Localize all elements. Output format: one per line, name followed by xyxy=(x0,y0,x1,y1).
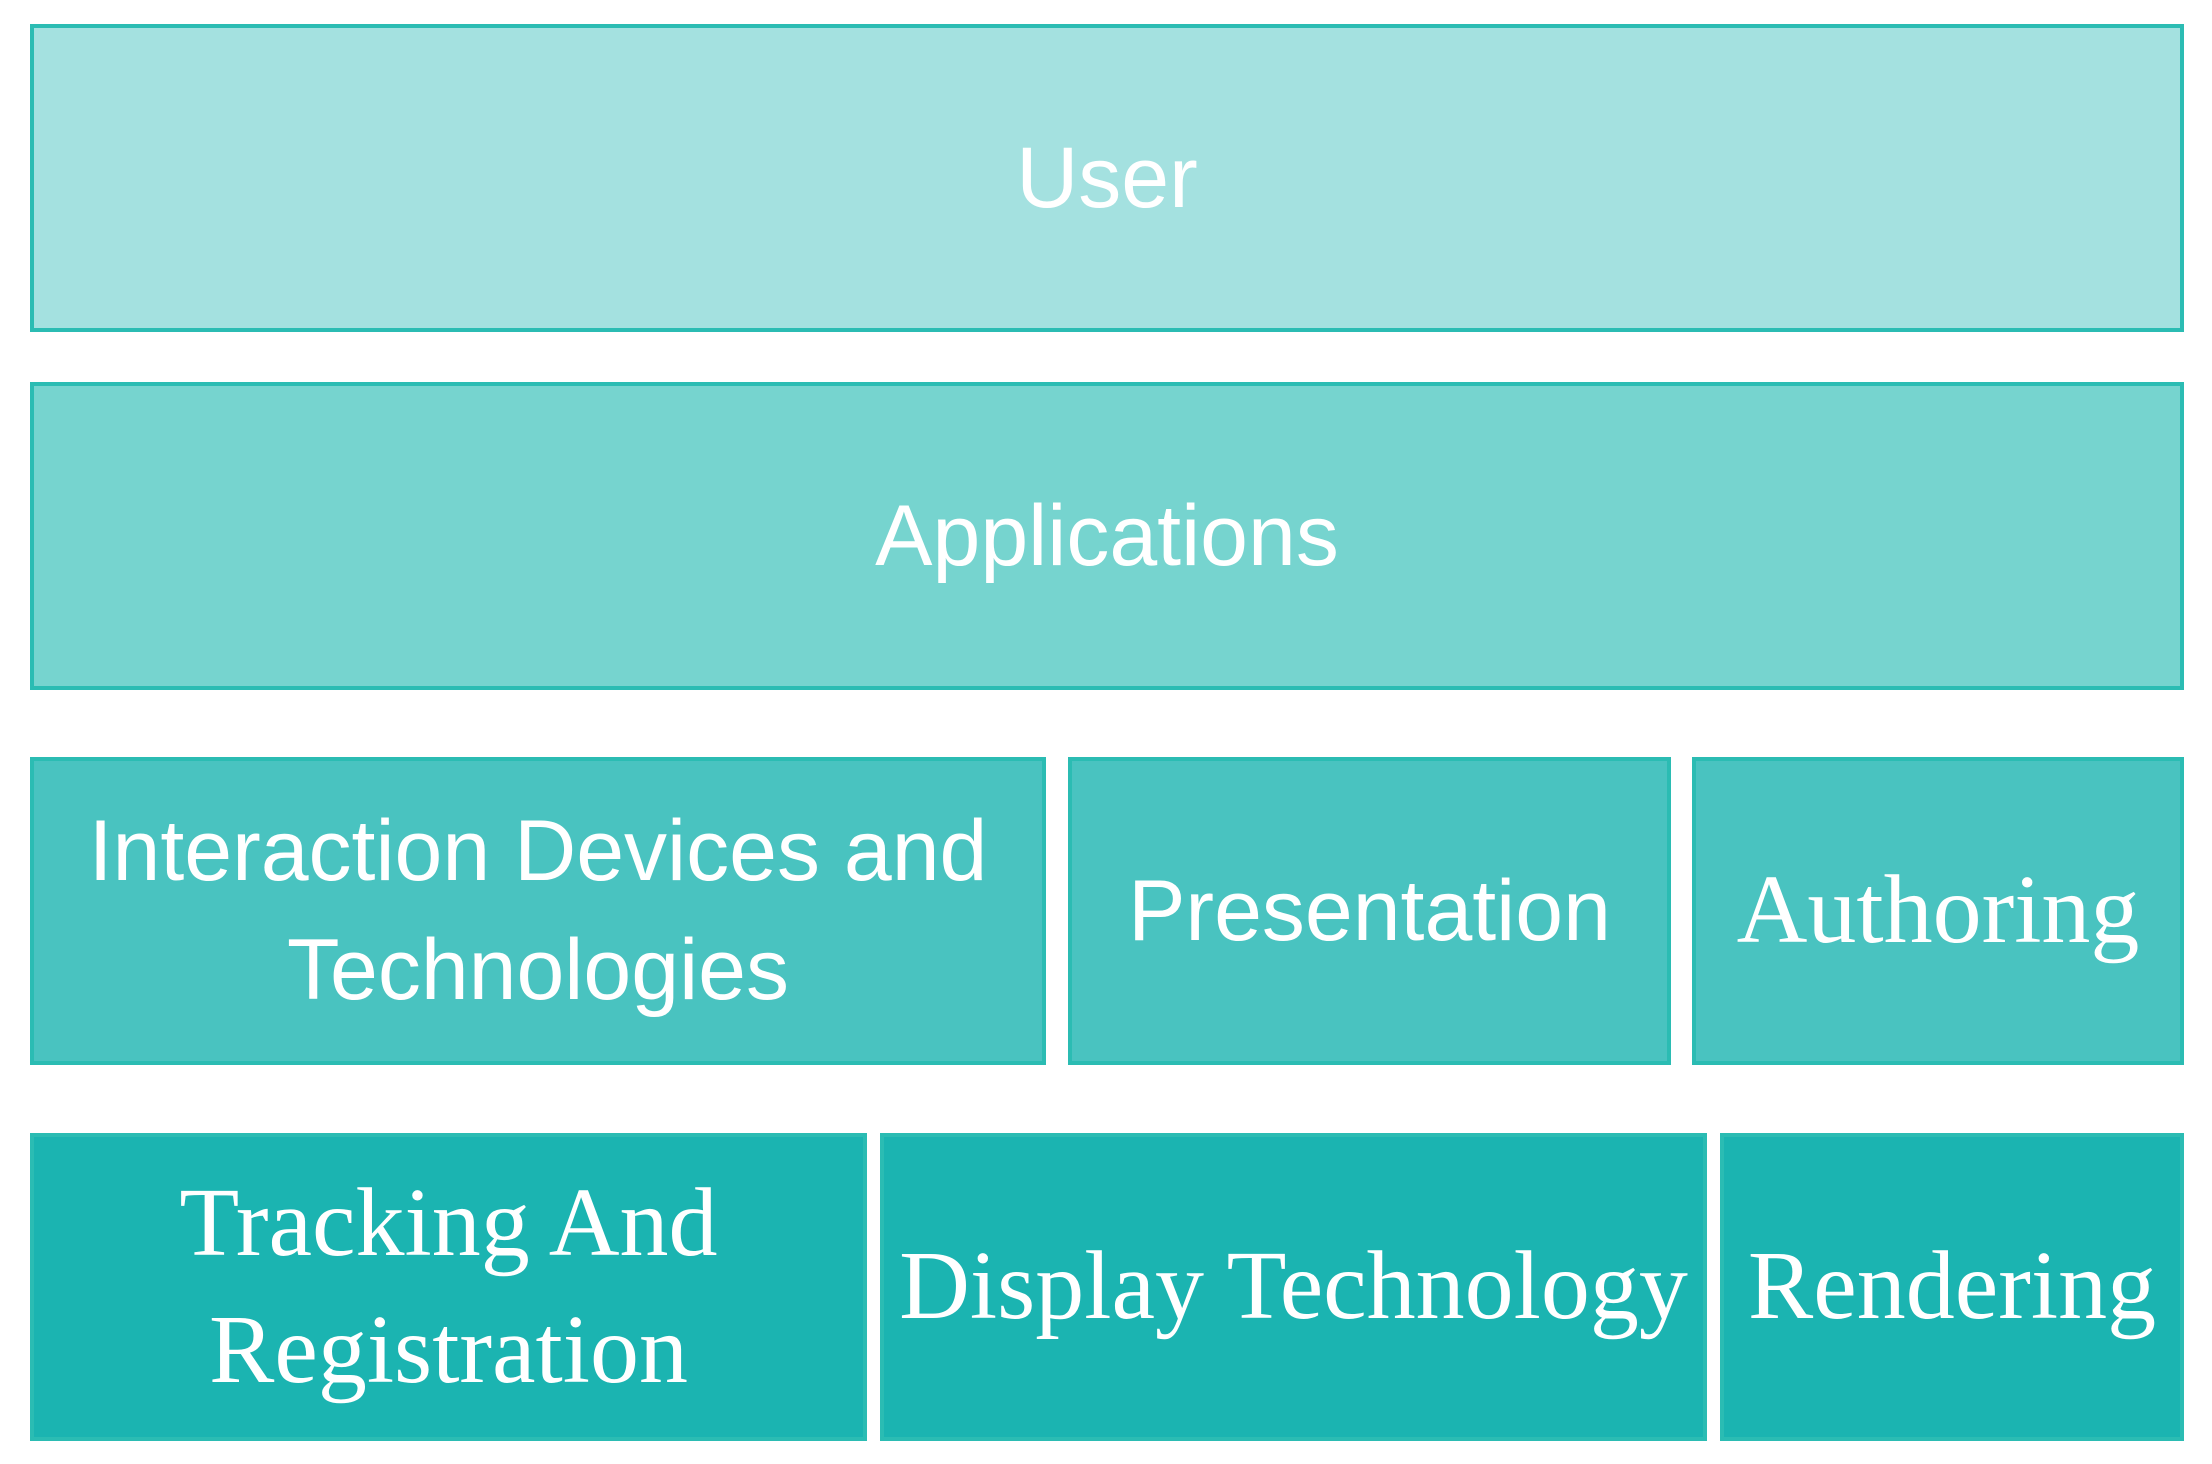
presentation-box: Presentation xyxy=(1068,757,1671,1065)
tracking-registration-label-line2: Registration xyxy=(208,1296,689,1404)
authoring-box: Authoring xyxy=(1692,757,2184,1065)
tracking-registration-box: Tracking And Registration xyxy=(30,1133,867,1441)
applications-layer-box: Applications xyxy=(30,382,2184,690)
interaction-devices-box: Interaction Devices and Technologies xyxy=(30,757,1046,1065)
interaction-devices-label-line1: Interaction Devices and xyxy=(88,803,988,900)
authoring-label: Authoring xyxy=(1736,856,2140,965)
tracking-registration-label: Tracking And Registration xyxy=(179,1160,717,1415)
display-technology-label: Display Technology xyxy=(899,1232,1688,1341)
user-layer-label: User xyxy=(1016,129,1198,226)
interaction-devices-label: Interaction Devices and Technologies xyxy=(89,792,988,1029)
user-layer-box: User xyxy=(30,24,2184,332)
rendering-label: Rendering xyxy=(1747,1232,2157,1341)
tracking-registration-label-line1: Tracking And xyxy=(179,1168,718,1277)
interaction-devices-label-line2: Technologies xyxy=(286,922,790,1018)
rendering-box: Rendering xyxy=(1720,1133,2184,1441)
presentation-label: Presentation xyxy=(1128,862,1611,959)
display-technology-box: Display Technology xyxy=(880,1133,1707,1441)
applications-layer-label: Applications xyxy=(875,487,1339,584)
